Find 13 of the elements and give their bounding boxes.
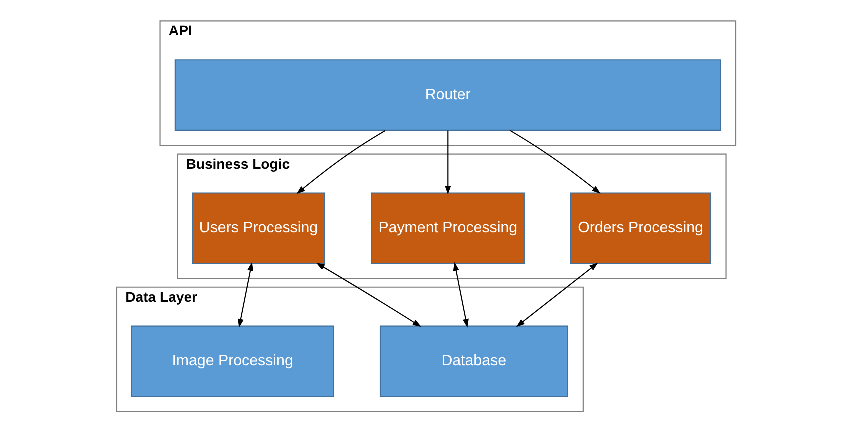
- node-box: Image Processing: [130, 326, 334, 398]
- arrow: [316, 263, 422, 328]
- arrow: [444, 130, 451, 195]
- node-box: Payment Processing: [370, 192, 524, 264]
- arrow: [237, 262, 254, 328]
- arrow: [452, 262, 468, 328]
- node-box: Router: [174, 60, 721, 131]
- arrow: [509, 130, 600, 194]
- node-box: Orders Processing: [570, 192, 711, 264]
- arrow: [296, 130, 386, 194]
- node-box: Database: [379, 326, 568, 398]
- arrow: [516, 262, 598, 328]
- node-box: Users Processing: [192, 192, 325, 264]
